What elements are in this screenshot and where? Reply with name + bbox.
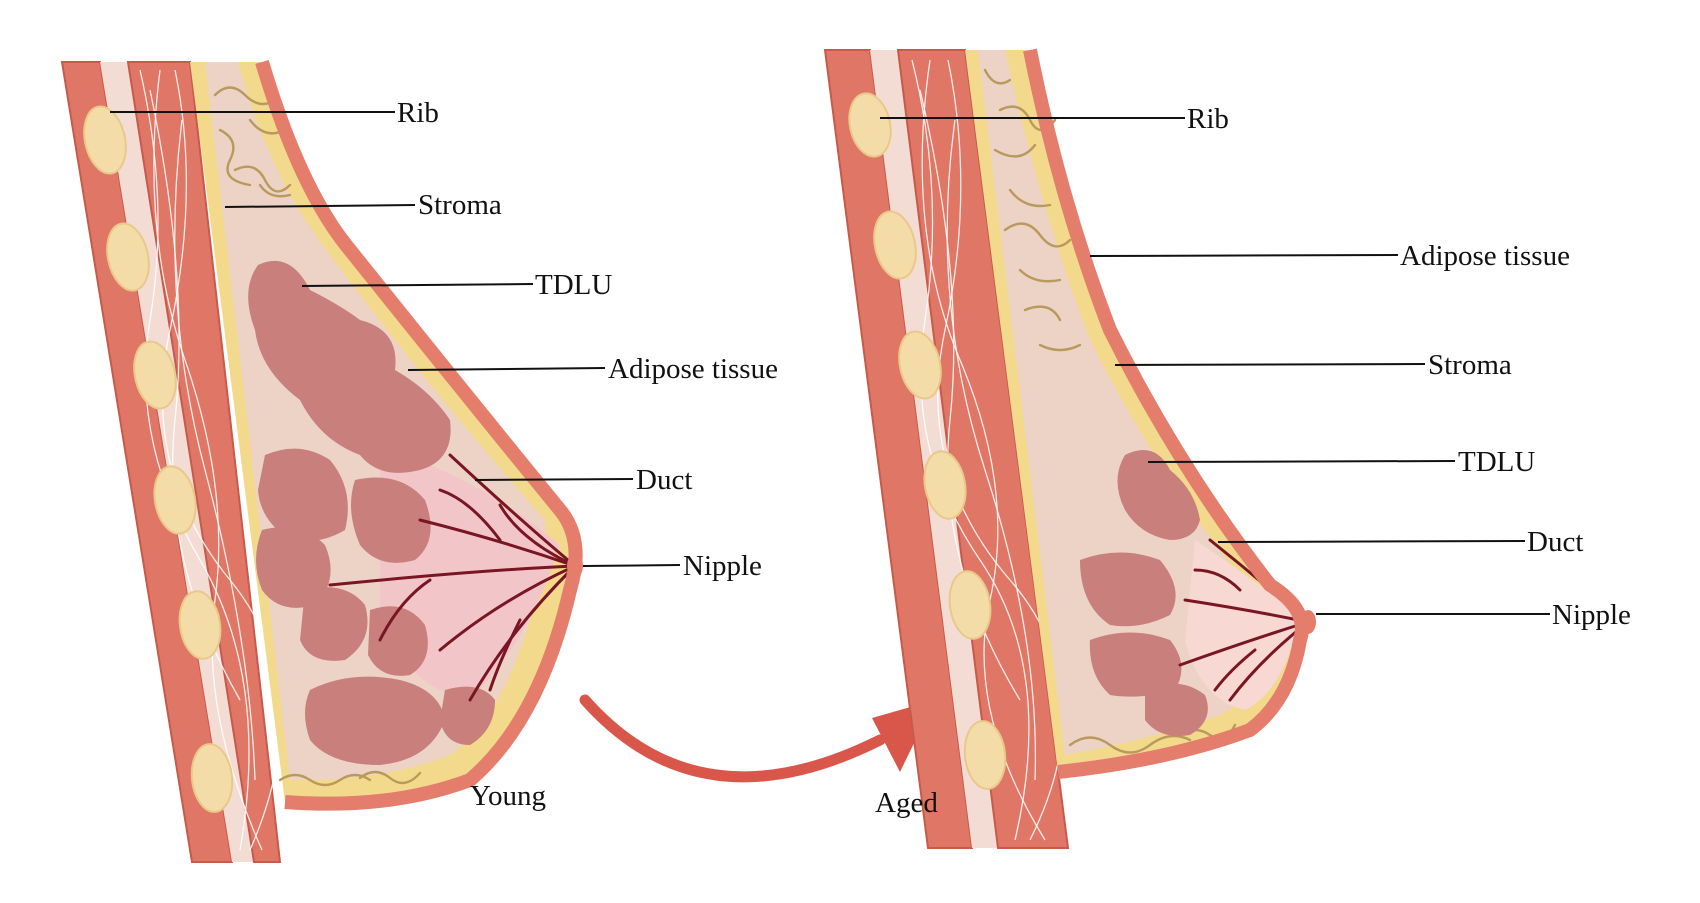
young-adipose-leader — [407, 367, 606, 371]
young-stroma-leader — [224, 204, 416, 208]
young-label-tdlu: TDLU — [535, 269, 612, 301]
young-label-nipple: Nipple — [683, 550, 762, 582]
young-duct-leader — [474, 478, 634, 481]
aged-adipose-leader — [1089, 254, 1399, 257]
young-caption: Young — [470, 780, 546, 812]
young-nipple-leader — [582, 564, 681, 567]
young-pectoral-muscle — [126, 61, 282, 863]
young-tdlu-lobules — [248, 260, 495, 765]
aged-skin — [1023, 48, 1309, 779]
aged-label-adipose: Adipose tissue — [1400, 240, 1570, 272]
aged-label-tdlu: TDLU — [1458, 446, 1535, 478]
aged-label-duct: Duct — [1527, 526, 1583, 558]
young-label-rib: Rib — [397, 97, 439, 129]
young-fat-strands — [213, 86, 422, 787]
aged-ribs — [848, 92, 1007, 790]
young-ducts — [328, 453, 577, 702]
aged-tdlu-lobules — [1080, 450, 1208, 736]
young-tdlu-leader — [301, 283, 534, 287]
aged-duct-leader — [1217, 540, 1526, 543]
aging-arrow — [579, 694, 935, 783]
aged-tdlu-leader — [1147, 460, 1456, 463]
young-skin — [255, 60, 583, 811]
young-ribs — [83, 105, 234, 813]
young-nipple — [567, 554, 583, 578]
aged-lobular-zone — [1185, 540, 1300, 710]
aged-nipple — [1300, 610, 1316, 634]
aged-label-nipple: Nipple — [1552, 599, 1631, 631]
young-label-stroma: Stroma — [418, 189, 502, 221]
young-label-duct: Duct — [636, 464, 692, 496]
aged-breast: Rib Adipose tissue Stroma TDLU Duct Nipp… — [823, 48, 1631, 849]
young-label-adipose: Adipose tissue — [608, 353, 778, 385]
aged-label-stroma: Stroma — [1428, 349, 1512, 381]
aged-caption: Aged — [875, 787, 938, 819]
young-breast: Rib Stroma TDLU Adipose tissue Duct Nipp… — [60, 60, 778, 863]
aged-stroma-leader — [1114, 363, 1426, 366]
aged-label-rib: Rib — [1187, 103, 1229, 135]
